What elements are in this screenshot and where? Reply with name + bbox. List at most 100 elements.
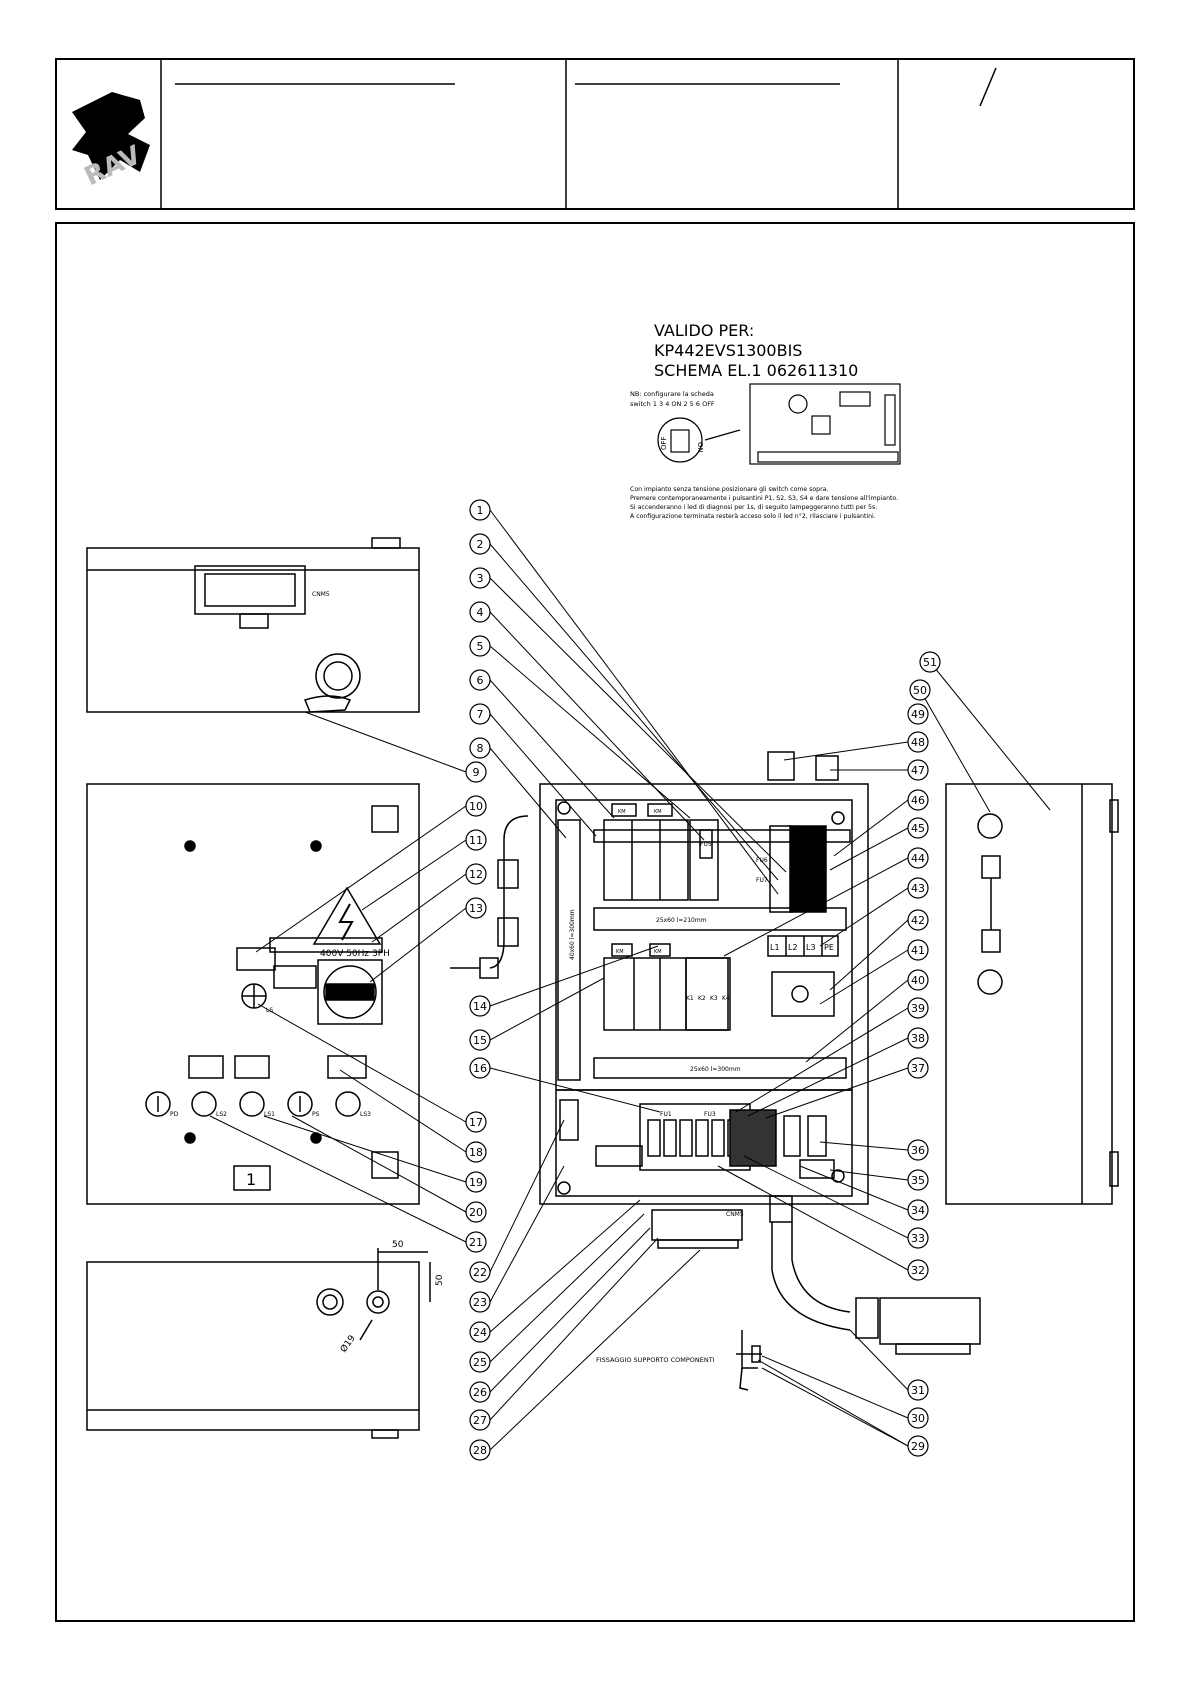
callout-7-circle [469,703,491,725]
terminal-l2: L2 [788,943,798,952]
fu3-label: FU3 [704,1111,716,1118]
callout-6: 6 [477,674,484,687]
panel-number: 1 [246,1170,256,1189]
callout-14: 14 [473,1000,487,1013]
callout-41: 41 [911,944,925,957]
callout-6-circle [469,669,491,691]
callout-33: 33 [911,1232,925,1245]
bottom-view-panel [86,1248,431,1439]
pb-label-ls2: LS2 [216,1111,227,1118]
rav-logo: RAV [72,92,150,192]
cnm5-label-bottom: CNM5 [726,1211,744,1218]
callout-32-circle [907,1259,929,1281]
callout-29-circle [907,1435,929,1457]
external-connector [769,1195,981,1355]
callout-50: 50 [913,684,927,697]
fixing-detail [736,1330,762,1391]
callout-25-circle [469,1351,491,1373]
callout-35: 35 [911,1174,925,1187]
nb-line-1: NB: configurare la scheda [630,390,714,398]
callout-38: 38 [911,1032,925,1045]
k2-label: K2 [698,995,706,1002]
km-label-1: KM [618,809,626,815]
callout-47: 47 [911,764,925,777]
callout-17-circle [465,1111,487,1133]
callout-29: 29 [911,1440,925,1453]
top-view-panel [86,537,420,713]
callout-27: 27 [473,1414,487,1427]
callout-47-circle [907,759,929,781]
terminal-l3: L3 [806,943,816,952]
callout-43: 43 [911,882,925,895]
callout-7: 7 [477,708,484,721]
drawing-labels: VALIDO PER: KP442EVS1300BIS SCHEMA EL.1 … [170,321,898,1364]
callout-17: 17 [469,1116,483,1129]
callout-3-circle [469,567,491,589]
callout-51-circle [919,651,941,673]
callout-21: 21 [469,1236,483,1249]
callout-13-circle [465,897,487,919]
callout-25: 25 [473,1356,487,1369]
callout-42: 42 [911,914,925,927]
callout-42-circle [907,909,929,931]
pb-label-pd: PD [170,1111,179,1118]
callout-35-circle [907,1169,929,1191]
callout-18: 18 [469,1146,483,1159]
callout-5-circle [469,635,491,657]
callout-28: 28 [473,1444,487,1457]
callout-22-circle [469,1261,491,1283]
callout-32: 32 [911,1264,925,1277]
callout-39-circle [907,997,929,1019]
cabinet-interior [539,751,869,1249]
callout-44-circle [907,847,929,869]
callout-2-circle [469,533,491,555]
fu7-label: FU7 [756,877,768,884]
callout-26: 26 [473,1386,487,1399]
instruction-2: Premere contemporaneamente i pulsantini … [630,495,898,502]
drawing-frame [55,222,1135,1622]
callout-37: 37 [911,1062,925,1075]
callout-11: 11 [469,834,483,847]
callout-45-circle [907,817,929,839]
terminal-pe: PE [824,943,834,952]
callout-31-circle [907,1379,929,1401]
title-block-frame [55,58,1135,210]
rail-top-label: 25x60 l=210mm [656,917,707,924]
callout-24: 24 [473,1326,487,1339]
callout-22: 22 [473,1266,487,1279]
control-board-diagram [657,383,901,465]
callout-11-circle [465,829,487,851]
callout-27-circle [469,1409,491,1431]
callout-50-circle [909,679,931,701]
callout-16: 16 [473,1062,487,1075]
instruction-1: Con impianto senza tensione posizionare … [630,486,828,493]
callout-44: 44 [911,852,925,865]
pb-label-ps: PS [312,1111,320,1118]
callout-23: 23 [473,1296,487,1309]
callout-5: 5 [477,640,484,653]
callout-14-circle [469,995,491,1017]
callout-43-circle [907,877,929,899]
switch-off-label: OFF [660,436,668,450]
callout-38-circle [907,1027,929,1049]
callout-23-circle [469,1291,491,1313]
callout-21-circle [465,1231,487,1253]
callout-8-circle [469,737,491,759]
validity-schema: SCHEMA EL.1 062611310 [654,361,858,380]
callout-15-circle [469,1029,491,1051]
instruction-3: Si accenderanno i led di diagnosi per 1s… [630,504,877,511]
cnm5-label: CNM5 [312,591,330,598]
title-block-grid [160,58,997,210]
callout-4: 4 [477,606,484,619]
callout-40: 40 [911,974,925,987]
nb-line-2: switch 1 3 4 ON 2 5 6 OFF [630,400,715,408]
callout-49-circle [907,703,929,725]
callout-19-circle [465,1171,487,1193]
callout-13: 13 [469,902,483,915]
callout-18-circle [465,1141,487,1163]
callout-36: 36 [911,1144,925,1157]
instruction-4: A configurazione terminata resterà acces… [630,512,876,520]
callout-31: 31 [911,1384,925,1397]
callout-1: 1 [477,504,484,517]
callout-28-circle [469,1439,491,1461]
